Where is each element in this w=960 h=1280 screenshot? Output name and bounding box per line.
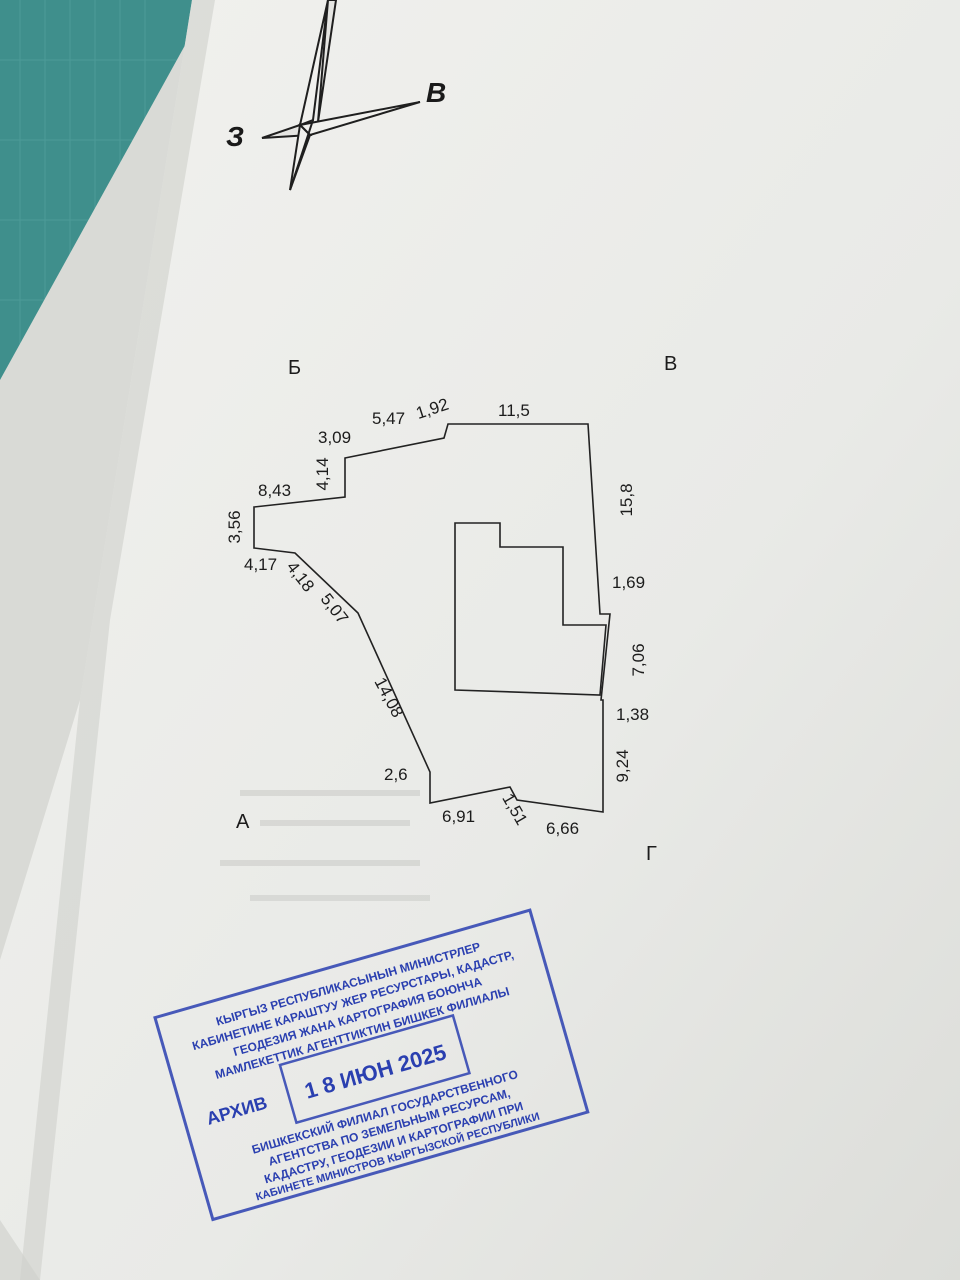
measure-7-06: 7,06 bbox=[629, 643, 648, 676]
corner-label-g: Г bbox=[646, 843, 657, 865]
compass-rose bbox=[261, 0, 421, 191]
measure-2-6: 2,6 bbox=[384, 765, 408, 784]
bleed-through-text bbox=[220, 790, 430, 901]
corner-label-v: В bbox=[664, 353, 677, 375]
measure-6-91: 6,91 bbox=[442, 807, 475, 826]
measure-9-24: 9,24 bbox=[613, 749, 632, 782]
paper-edge-shadow bbox=[20, 0, 215, 1280]
compass-east-label: В bbox=[426, 77, 446, 108]
corner-label-b: Б bbox=[288, 357, 301, 379]
measure-15-8: 15,8 bbox=[617, 483, 636, 516]
measure-3-09: 3,09 bbox=[318, 428, 351, 447]
measure-5-47: 5,47 bbox=[372, 409, 405, 428]
building-outline bbox=[454, 522, 607, 696]
measure-3-56: 3,56 bbox=[225, 510, 244, 543]
parcel-boundary bbox=[253, 423, 611, 813]
measure-4-17: 4,17 bbox=[244, 555, 277, 574]
compass-west-label: З bbox=[226, 121, 244, 152]
measure-1-38: 1,38 bbox=[616, 705, 649, 724]
measure-8-43: 8,43 bbox=[258, 481, 291, 500]
measure-11-5: 11,5 bbox=[498, 401, 530, 420]
measure-1-69: 1,69 bbox=[612, 573, 645, 592]
measure-4-14: 4,14 bbox=[313, 457, 332, 490]
measure-6-66: 6,66 bbox=[546, 819, 579, 838]
corner-label-a: А bbox=[236, 811, 250, 833]
